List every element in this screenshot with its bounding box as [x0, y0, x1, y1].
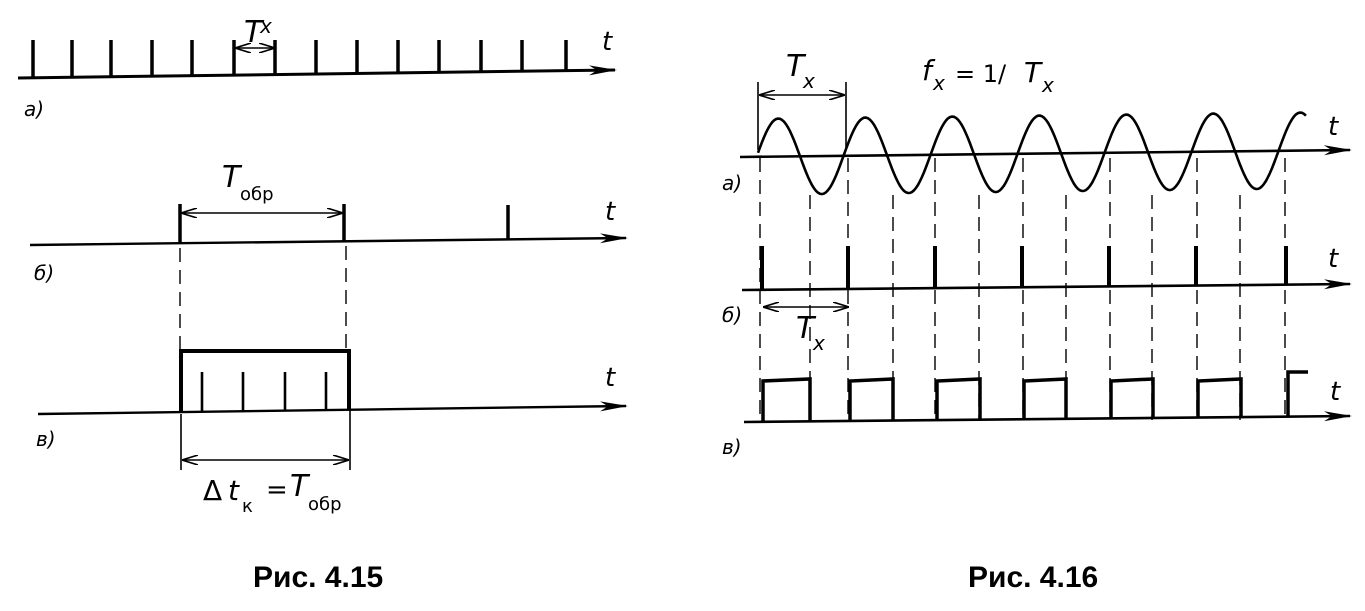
fig415-v-axis-label: t: [605, 363, 616, 393]
fig416-a-axis-label: t: [1328, 112, 1339, 142]
fig415-v-rhs-subscript: обр: [308, 494, 342, 515]
fig416-v-gate-pulses: [761, 370, 1308, 422]
fig416-a-period-symbol: T: [786, 49, 807, 84]
fig415-v-time-axis: [37, 401, 628, 416]
fig416-formula-f-subscript: x: [932, 71, 945, 95]
fig415-v-delta: Δ: [203, 474, 222, 507]
fig415-v-t-subscript: к: [242, 496, 253, 517]
fig415-a-axis-label: t: [602, 27, 613, 57]
fig416-b-period-symbol: T: [796, 311, 817, 346]
fig415-panel-v: Δ t к = T обр t в): [36, 349, 628, 517]
fig415-a-pulse-train: [31, 40, 568, 78]
fig415-b-window-subscript: обр: [240, 184, 274, 205]
fig416-v-gate-pulse: [935, 377, 982, 421]
fig415-panel-a: T x t а): [17, 14, 617, 121]
fig415-v-t-symbol: t: [228, 474, 240, 507]
fig415-v-counted-pulses: [200, 372, 328, 412]
fig416-a-period-subscript: x: [802, 69, 815, 93]
fig416-panel-b: T x t б): [722, 244, 1352, 355]
fig415-v-equals: =: [266, 475, 288, 505]
fig416-b-pulse-train: [760, 246, 1288, 290]
fig416-v-time-axis: [743, 411, 1352, 424]
fig416-formula: f x = 1/ T x: [922, 54, 1054, 97]
fig416-v-gate-pulse: [1196, 377, 1243, 418]
fig416-caption: Рис. 4.16: [968, 561, 1098, 594]
fig415-a-period-subscript: x: [259, 14, 272, 38]
fig416-panel-a: T x t а): [722, 49, 1352, 196]
fig416-v-gate-pulse: [1109, 377, 1155, 419]
fig415-b-window-symbol: T: [222, 160, 243, 195]
fig416-formula-equals: = 1/: [955, 60, 1007, 88]
fig416-a-panel-label: а): [722, 171, 742, 195]
fig416-b-axis-label: t: [1328, 244, 1339, 274]
fig415-b-panel-label: б): [34, 261, 54, 285]
figure-4-15: T x t а) T обр t б) Δ: [17, 14, 628, 594]
fig415-caption: Рис. 4.15: [253, 561, 383, 594]
fig416-v-gate-pulse: [761, 377, 812, 422]
fig415-v-panel-label: в): [36, 427, 56, 451]
figure-4-16: f x = 1/ T x T x t а) T x t б: [722, 49, 1352, 594]
fig416-a-time-axis: [739, 145, 1352, 159]
fig415-v-gate-pulse: [179, 349, 351, 412]
fig416-b-period-subscript: x: [812, 331, 825, 355]
fig416-b-time-axis: [741, 279, 1352, 292]
fig416-panel-v: t в): [722, 370, 1352, 459]
fig416-v-gate-pulse: [1022, 377, 1068, 420]
fig415-b-axis-label: t: [605, 197, 616, 227]
fig416-formula-T-subscript: x: [1041, 73, 1054, 97]
fig416-formula-T: T: [1024, 56, 1043, 89]
fig416-v-gate-pulse: [848, 377, 895, 421]
fig415-v-rhs-symbol: T: [290, 469, 311, 504]
fig416-a-sine-wave: [756, 111, 1307, 196]
fig415-a-panel-label: а): [24, 97, 44, 121]
fig415-panel-b: T обр t б): [29, 160, 628, 285]
fig416-b-panel-label: б): [722, 303, 742, 327]
fig415-b-time-axis: [29, 233, 628, 247]
fig415-a-period-symbol: T: [244, 15, 265, 50]
fig416-v-axis-label: t: [1330, 377, 1341, 407]
fig416-v-gate-pulse-partial: [1286, 370, 1308, 416]
fig416-v-panel-label: в): [722, 435, 742, 459]
